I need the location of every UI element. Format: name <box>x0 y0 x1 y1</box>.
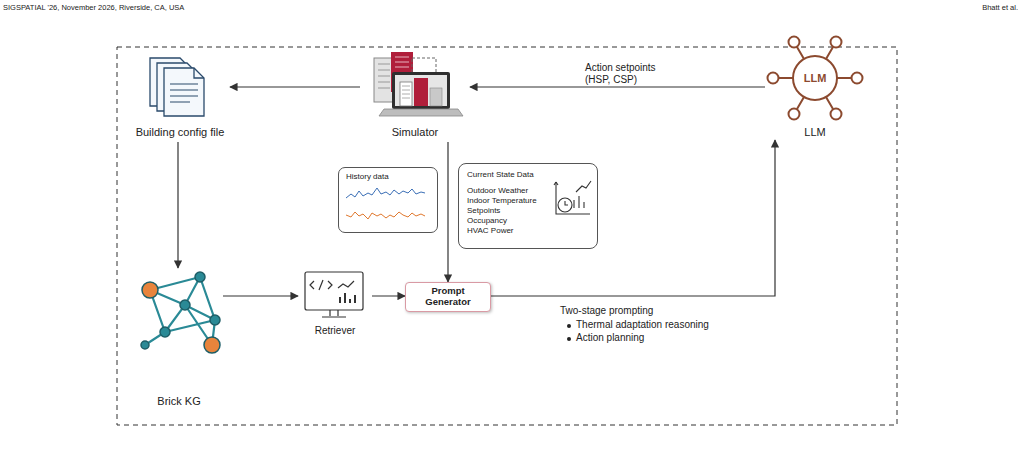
system-boundary <box>117 47 897 425</box>
node-text: Setpoints <box>467 206 551 215</box>
state-chart-icon <box>554 181 591 214</box>
flow-arrow <box>447 142 448 282</box>
edge-label: Two-stage prompting <box>560 305 700 317</box>
node-text: Occupancy <box>467 216 551 225</box>
node-title: Prompt Generator <box>418 286 478 308</box>
flow-arrow <box>470 86 765 87</box>
bullet-item: Action planning <box>566 332 746 344</box>
edge-label: Action setpoints (HSP, CSP) <box>585 62 680 86</box>
simulator-icon <box>374 52 463 116</box>
flow-arrow <box>372 295 405 296</box>
node-title: Simulator <box>360 126 470 139</box>
node-title: Retriever <box>298 325 372 337</box>
node-text: HVAC Power <box>467 226 551 235</box>
author-header: Bhatt et al. <box>930 3 1018 12</box>
llm-node: LLM LLM <box>765 30 865 140</box>
retriever-node: Retriever <box>298 268 372 340</box>
retriever-monitor-icon <box>305 272 363 317</box>
document-icon <box>150 58 204 116</box>
brick-kg-node: Brick KG <box>135 268 223 410</box>
flow-arrow <box>223 295 298 296</box>
simulator-node: Simulator <box>360 50 470 142</box>
flow-arrow <box>177 142 178 268</box>
node-title: Brick KG <box>135 395 223 408</box>
prompt-generator-box: Prompt Generator <box>405 282 491 312</box>
node-text: Indoor Temperature <box>467 196 551 205</box>
history-data-box: History data <box>338 167 438 233</box>
node-title: Current State Data <box>467 170 567 179</box>
node-text: Outdoor Weather <box>467 186 551 195</box>
node-title: History data <box>346 172 432 181</box>
current-state-box: Current State DataOutdoor WeatherIndoor … <box>458 163 598 249</box>
history-line-chart <box>346 188 425 219</box>
config-file-node: Building config file <box>130 50 230 142</box>
knowledge-graph-icon <box>141 272 220 353</box>
flow-arrow <box>230 86 360 87</box>
running-header: SIGSPATIAL '26, November 2026, Riverside… <box>3 3 303 12</box>
bullet-item: Thermal adaptation reasoning <box>566 319 746 331</box>
node-title: LLM <box>765 72 865 85</box>
node-title: Building config file <box>130 126 230 139</box>
node-text: LLM <box>765 126 865 139</box>
